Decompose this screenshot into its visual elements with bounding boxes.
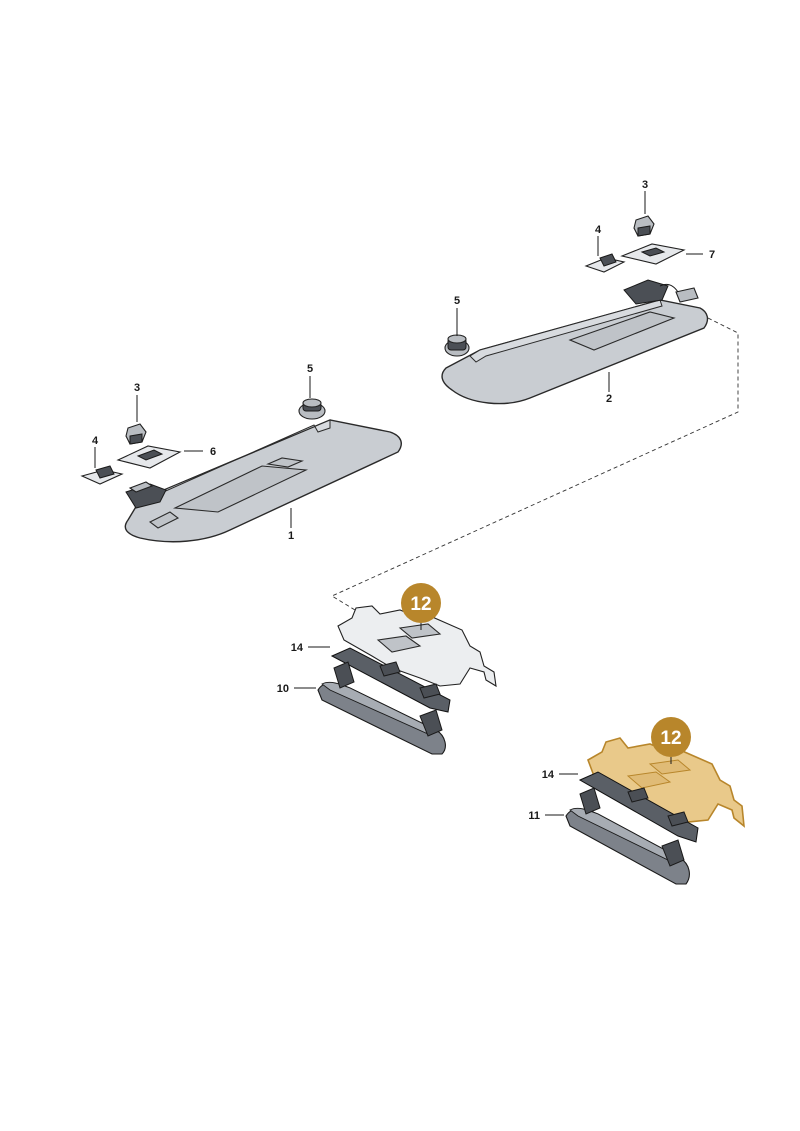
bracket-badge-12: 12: [651, 717, 691, 764]
left-hinge[interactable]: [125, 481, 167, 509]
handle-2[interactable]: [565, 787, 690, 885]
callout-label: 5: [307, 363, 313, 375]
handle-1[interactable]: [317, 661, 446, 755]
badge-circle: [651, 717, 691, 757]
badge-number: 12: [410, 594, 431, 615]
left-visor-group: 1 5 3 4 6: [80, 363, 402, 543]
bracket-badge-12: 12: [401, 583, 441, 630]
right-mount-clip[interactable]: [633, 215, 655, 237]
badge-number: 12: [660, 728, 681, 749]
callout-label: 14: [291, 642, 304, 654]
callout-label: 11: [528, 810, 540, 822]
callout-label: 4: [595, 224, 602, 236]
left-sun-visor[interactable]: [124, 419, 402, 543]
callout-label: 6: [210, 446, 216, 458]
handle-assembly-2: 12 14 11: [528, 717, 745, 885]
left-pivot-clip[interactable]: [298, 398, 326, 420]
left-clip-cover[interactable]: [80, 465, 124, 485]
right-visor-group: 2 5 3 4 7: [441, 179, 715, 405]
handle-assembly-1: 12 14 10: [277, 583, 497, 755]
right-mount-plate[interactable]: [620, 243, 686, 265]
callout-label: 14: [542, 769, 555, 781]
left-mount-clip[interactable]: [125, 423, 147, 445]
callout-label: 3: [134, 382, 140, 394]
dashed-connection-line: [331, 317, 739, 611]
badge-circle: [401, 583, 441, 623]
callout-label: 2: [606, 393, 612, 405]
callout-label: 10: [277, 683, 289, 695]
callout-label: 1: [288, 530, 294, 542]
callout-label: 3: [642, 179, 648, 191]
right-pivot-clip[interactable]: [444, 334, 470, 357]
right-clip-cover[interactable]: [584, 253, 626, 273]
left-mount-plate[interactable]: [116, 445, 182, 469]
callout-label: 5: [454, 295, 460, 307]
handle-1-bracket[interactable]: [337, 605, 497, 688]
handle-1-strip[interactable]: [330, 647, 451, 713]
handle-2-strip[interactable]: [578, 771, 699, 843]
right-sun-visor[interactable]: [441, 299, 709, 405]
right-hinge[interactable]: [623, 279, 699, 305]
callout-label: 4: [92, 435, 99, 447]
callout-label: 7: [709, 249, 715, 261]
